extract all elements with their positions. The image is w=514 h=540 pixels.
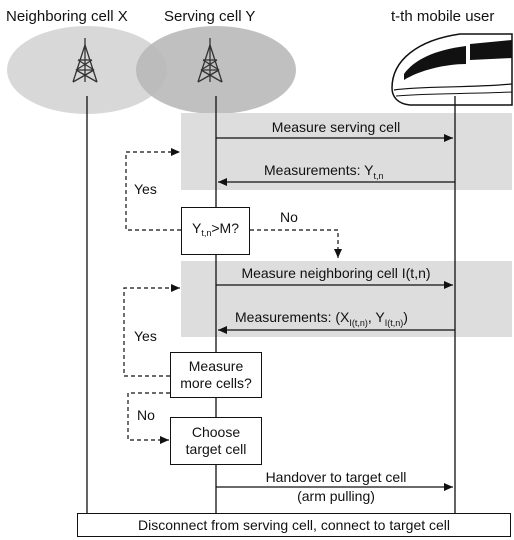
train-icon [391,33,513,106]
no-label-2: No [137,407,155,423]
measure-more-decision-box: Measure more cells? [170,352,262,398]
mobile-user-title: t-th mobile user [391,8,494,25]
serving-cell-title: Serving cell Y [164,8,255,25]
measure-more-text: Measure more cells? [180,358,252,391]
yes-label-2: Yes [134,328,157,344]
no-path-2 [127,392,170,444]
measure-neighbor-label: Measure neighboring cell I(t,n) [241,265,430,281]
neighboring-cell-title: Neighboring cell X [6,8,128,25]
tower-x-icon [72,38,98,83]
no-path-1 [250,229,342,258]
yes-label-1: Yes [134,181,157,197]
yes-loop-1 [125,148,181,231]
choose-target-box: Choose target cell [170,417,262,465]
serving-measurement-region [181,113,512,190]
disconnect-connect-bar: Disconnect from serving cell, connect to… [77,513,511,537]
measure-serving-label: Measure serving cell [272,119,400,135]
disconnect-connect-text: Disconnect from serving cell, connect to… [137,517,451,533]
handover-label-line2: (arm pulling) [297,488,375,504]
measurements-y-label: Measurements: Yt,n [264,162,383,181]
tower-y-icon [197,38,223,83]
yes-loop-2 [123,284,180,377]
neighbor-measurement-region [181,261,512,337]
measurements-xy-label: Measurements: (XI(t,n), YI(t,n)) [235,309,408,328]
handover-label-line1: Handover to target cell [266,469,407,485]
threshold-decision-box: Yt,n>M? [181,207,250,255]
no-label-1: No [280,209,298,225]
choose-target-text: Choose target cell [185,424,247,457]
threshold-decision-text: Yt,n>M? [192,220,239,238]
